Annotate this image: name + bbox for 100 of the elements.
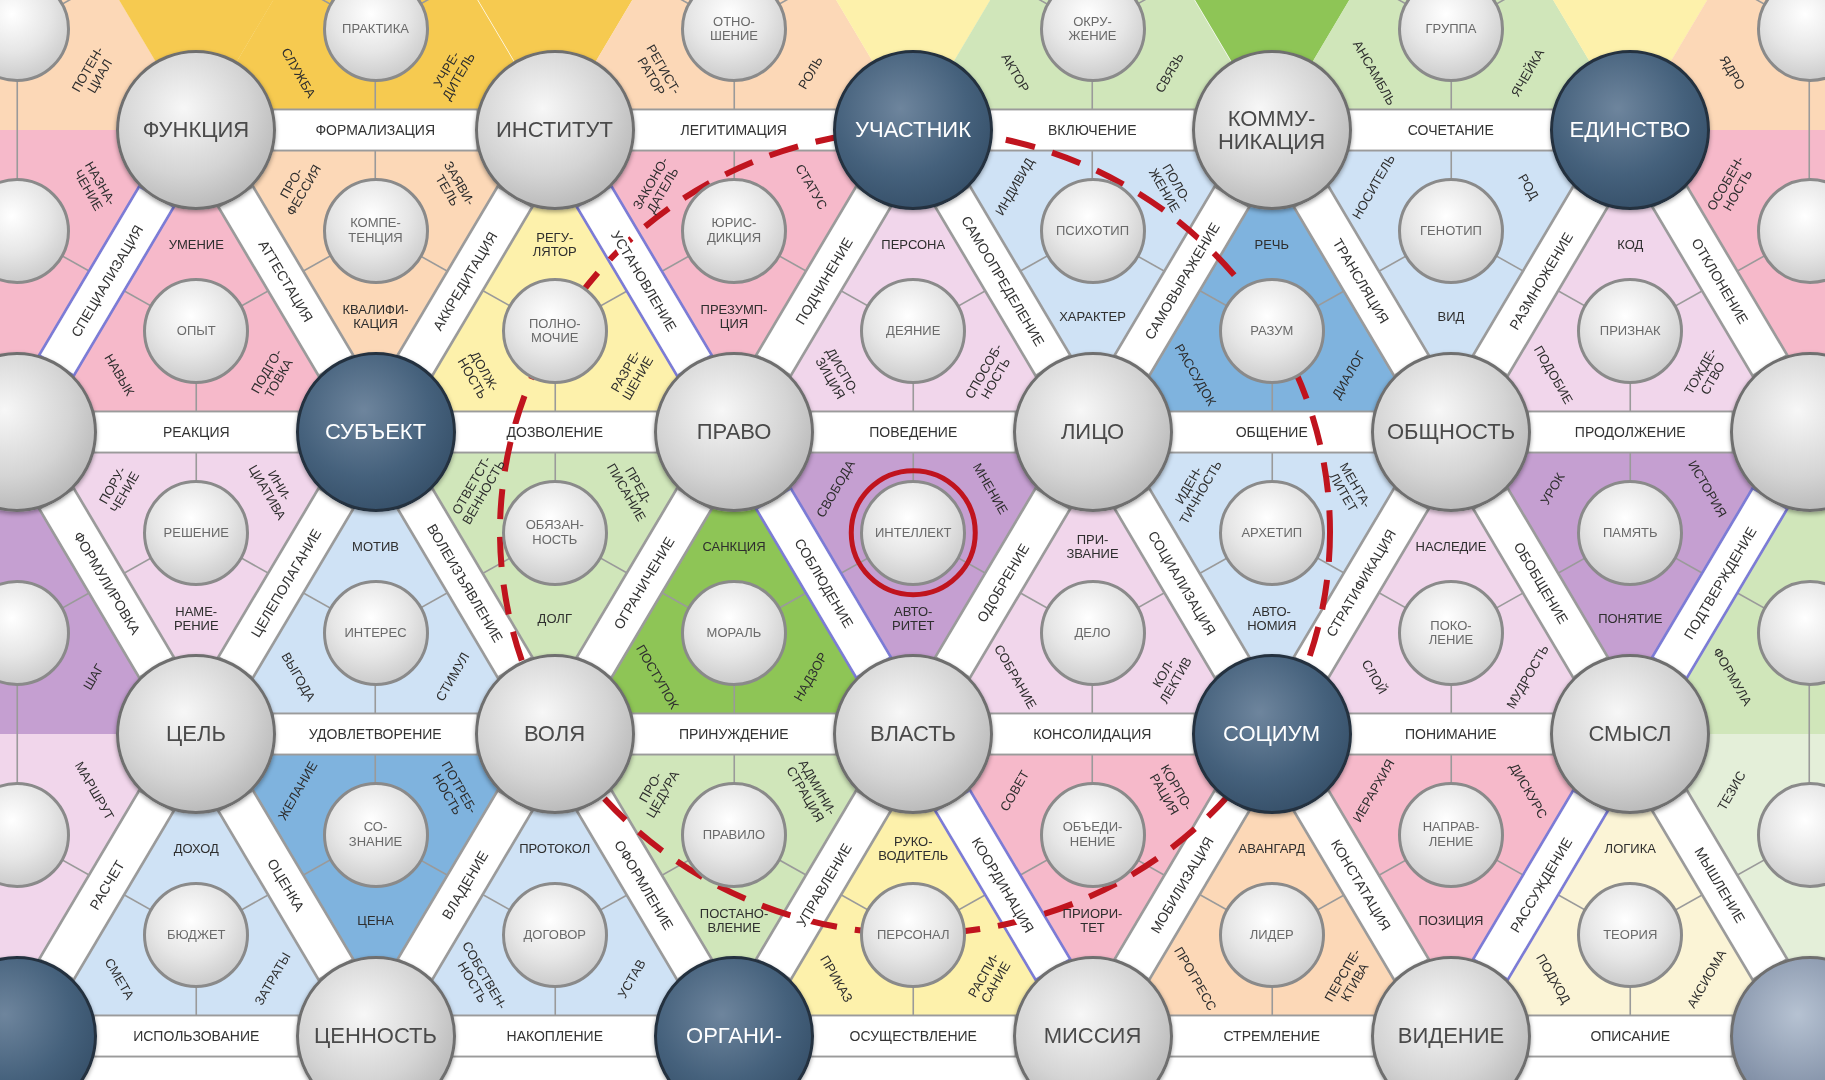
connector-band (1471, 184, 1610, 378)
concept-label: ОБЪЕДИ- НЕНИЕ (1062, 820, 1123, 849)
concept-label: РЕШЕНИЕ (163, 525, 229, 540)
edge-label: ДОЗВОЛЕНИЕ (504, 424, 605, 440)
connector-band (93, 410, 300, 454)
hub-label: ФУНКЦИЯ (142, 118, 250, 142)
edge-label: ПОНИМАНИЕ (1402, 726, 1499, 742)
connector-band (272, 108, 479, 152)
hub-label: ЦЕННОСТЬ (314, 1024, 437, 1048)
corner-term: РЕЧЬ (1254, 237, 1289, 252)
corner-term: ЛОГИКА (1604, 841, 1656, 856)
corner-term: ЦЕНА (357, 914, 394, 929)
corner-term: ПРИОРИ- ТЕТ (1062, 907, 1123, 936)
concept-label: ОКРУ- ЖЕНИЕ (1068, 15, 1117, 44)
concept-label: ОБЯЗАН- НОСТЬ (525, 518, 584, 547)
edge-label: РЕАКЦИЯ (160, 424, 232, 440)
concept-label: ПЕРСОНАЛ (876, 928, 950, 943)
corner-term: ПРЕЗУМП- ЦИЯ (700, 303, 768, 332)
connector-band (1527, 1014, 1734, 1058)
connector-band (989, 108, 1196, 152)
hub-label: ЕДИНСТВО (1569, 118, 1691, 142)
hub-label: ОБЩНОСТЬ (1386, 420, 1516, 444)
corner-term: НАСЛЕДИЕ (1415, 539, 1487, 554)
corner-term: ПОЗИЦИЯ (1418, 914, 1484, 929)
connector-band (630, 108, 837, 152)
edge-label: УДОВЛЕТВОРЕНИЕ (306, 726, 444, 742)
connector-band (1168, 1014, 1375, 1058)
connector-band (272, 712, 479, 756)
concept-label: ОПЫТ (176, 324, 216, 339)
corner-term: ПОНЯТИЕ (1598, 612, 1663, 627)
concept-label: ГРУППА (1425, 22, 1477, 37)
hub-label: ЦЕЛЬ (166, 722, 226, 746)
connector-band (1112, 486, 1252, 680)
edge-label: ЛЕГИТИМАЦИЯ (678, 122, 789, 138)
hub-label: ВОЛЯ (523, 722, 586, 746)
hub-label: ВЛАСТЬ (869, 722, 957, 746)
hub-label: ПРАВО (696, 420, 772, 444)
corner-term: АВТО- РИТЕТ (891, 605, 935, 634)
concept-label: ДОГОВОР (523, 928, 586, 943)
corner-term: КВАЛИФИ- КАЦИЯ (342, 303, 409, 332)
concept-label: ПАМЯТЬ (1602, 525, 1658, 540)
corner-term: ДОХОД (173, 841, 219, 856)
concept-label: АРХЕТИП (1241, 525, 1303, 540)
connector-band (810, 410, 1017, 454)
edge-label: ОСУЩЕСТВЛЕНИЕ (847, 1028, 979, 1044)
connector-band (1347, 108, 1554, 152)
concept-label: ПРАВИЛО (702, 827, 766, 842)
concept-label: ЛИДЕР (1249, 928, 1294, 943)
concept-label: ПСИХОТИП (1055, 223, 1130, 238)
corner-term: ПРИ- ЗВАНИЕ (1066, 532, 1119, 561)
hub-label: СМЫСЛ (1588, 722, 1672, 746)
corner-term: ПЕРСОНА (881, 237, 946, 252)
edge-label: ПРОДОЛЖЕНИЕ (1572, 424, 1688, 440)
edge-label: ОБЩЕНИЕ (1233, 424, 1310, 440)
corner-term: УМЕНИЕ (168, 237, 224, 252)
corner-term: МОТИВ (352, 539, 399, 554)
concept-label: БЮДЖЕТ (167, 928, 226, 943)
connector-band (1347, 712, 1554, 756)
hub-label: МИССИЯ (1043, 1024, 1142, 1048)
hub-label: ВИДЕНИЕ (1397, 1024, 1505, 1048)
corner-term: САНКЦИЯ (702, 539, 766, 554)
concept-label: МОРАЛЬ (706, 626, 762, 641)
corner-term: КОД (1617, 237, 1644, 252)
concept-label: ПОКО- ЛЕНИЕ (1428, 619, 1474, 648)
connector-band (93, 1014, 300, 1058)
concept-label: ДЕЛО (1074, 626, 1111, 641)
connector-band (1168, 410, 1375, 454)
corner-term: РУКО- ВОДИТЕЛЬ (878, 834, 949, 863)
edge-label: ПРИНУЖДЕНИЕ (676, 726, 791, 742)
concept-label: ПОЛНО- МОЧИЕ (528, 317, 581, 346)
edge-label: ВКЛЮЧЕНИЕ (1046, 122, 1139, 138)
connector-band (630, 712, 837, 756)
concept-label: ПРИЗНАК (1599, 324, 1661, 339)
hub-label: УЧАСТНИК (855, 118, 971, 142)
concept-label: ТЕОРИЯ (1603, 928, 1658, 943)
edge-label: НАКОПЛЕНИЕ (504, 1028, 605, 1044)
edge-label: КОНСОЛИДАЦИЯ (1031, 726, 1154, 742)
edge-label: СОЧЕТАНИЕ (1405, 122, 1496, 138)
edge-label: ИСПОЛЬЗОВАНИЕ (131, 1028, 262, 1044)
concept-label: НАПРАВ- ЛЕНИЕ (1422, 820, 1480, 849)
hub-label: ИНСТИТУТ (496, 118, 613, 142)
edge-label: СТРЕМЛЕНИЕ (1221, 1028, 1323, 1044)
edge-label: ПОВЕДЕНИЕ (867, 424, 960, 440)
edge-label: ФОРМАЛИЗАЦИЯ (313, 122, 438, 138)
edge-label: ОПИСАНИЕ (1588, 1028, 1673, 1044)
concept-label: ОТНО- ШЕНИЕ (710, 15, 758, 44)
connector-band (395, 184, 535, 378)
corner-term: ПОСТАНО- ВЛЕНИЕ (699, 907, 769, 936)
corner-term: ПРОТОКОЛ (519, 841, 591, 856)
connector-band (451, 1014, 658, 1058)
concept-label: КОМПЕ- ТЕНЦИЯ (348, 216, 403, 245)
corner-term: ХАРАКТЕР (1059, 310, 1126, 325)
connector-band (37, 788, 176, 982)
corner-term: АВАНГАРД (1238, 841, 1305, 856)
hub-label: СОЦИУМ (1223, 722, 1320, 746)
concept-label: ГЕНОТИП (1420, 223, 1482, 238)
corner-term: АВТО- НОМИЯ (1247, 605, 1297, 634)
concept-label: РАЗУМ (1250, 324, 1294, 339)
concept-label: ПРАКТИКА (342, 22, 409, 37)
connector-band (989, 712, 1196, 756)
